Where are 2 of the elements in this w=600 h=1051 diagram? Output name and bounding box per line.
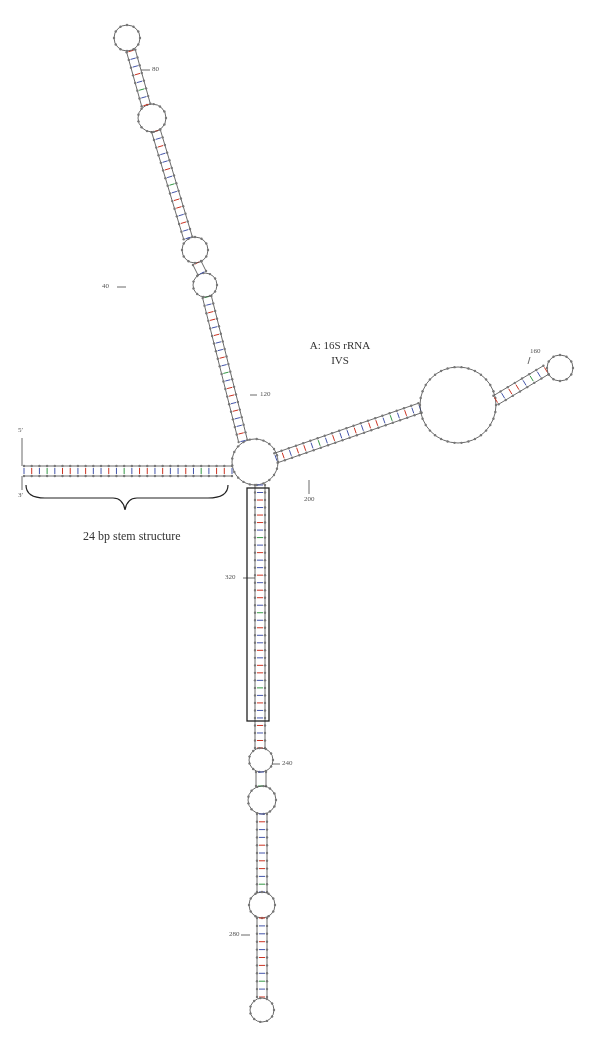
- title: A: 16S rRNA IVS: [308, 338, 372, 369]
- stem-caption: 24 bp stem structure: [83, 530, 181, 542]
